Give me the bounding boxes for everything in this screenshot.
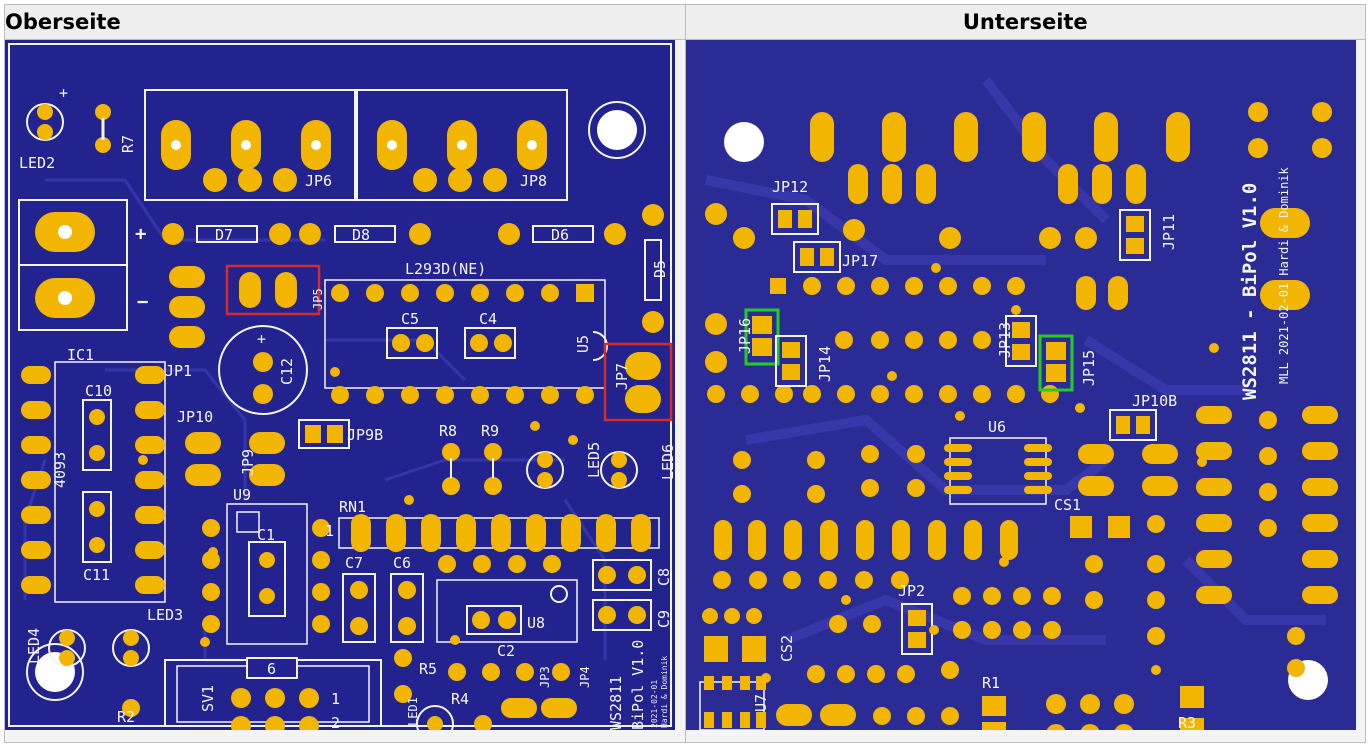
label-led4: LED4: [25, 628, 43, 664]
label-subtitle: MLL 2021-02-01 Hardi & Dominik: [1277, 166, 1291, 384]
label-jp16: JP16: [736, 318, 754, 354]
label-title: WS2811 - BiPol V1.0: [1239, 183, 1261, 400]
label-jp9: JP9: [239, 449, 257, 476]
label-date: 2021-02-01: [650, 680, 659, 728]
pcb-comparison-table: Oberseite Unterseite: [4, 4, 1366, 743]
label-terminal-plus: +: [135, 223, 146, 245]
label-r3: R3: [1178, 714, 1196, 730]
label-bipol: BiPol V1.0: [629, 640, 647, 730]
label-c10: C10: [85, 382, 112, 400]
label-sv1-one: 1: [331, 690, 340, 708]
label-r5: R5: [419, 660, 437, 678]
label-c7: C7: [345, 554, 363, 572]
header-oberseite: Oberseite: [4, 4, 686, 40]
label-c5: C5: [401, 310, 419, 328]
label-c6: C6: [393, 554, 411, 572]
label-jp8: JP8: [520, 172, 547, 190]
label-authors: Hardi & Dominik: [660, 656, 669, 728]
label-d8: D8: [352, 226, 370, 244]
label-u9: U9: [233, 486, 251, 504]
label-jp9b: JP9B: [347, 426, 383, 444]
label-r9: R9: [481, 422, 499, 440]
label-r4: R4: [451, 690, 469, 708]
label-rn1: RN1: [339, 498, 366, 516]
label-jp10: JP10: [177, 408, 213, 426]
label-u5: U5: [574, 335, 592, 353]
label-cs1: CS1: [1054, 496, 1081, 514]
label-sv1-six: 6: [267, 660, 276, 678]
label-terminal-minus: −: [137, 291, 148, 313]
label-jp2: JP2: [898, 582, 925, 600]
label-led2: LED2: [19, 154, 55, 172]
label-led6: LED6: [659, 444, 675, 480]
label-jp6: JP6: [305, 172, 332, 190]
label-u6: U6: [988, 418, 1006, 436]
label-jp1: JP1: [165, 362, 192, 380]
label-c12: C12: [278, 358, 296, 385]
label-jp14: JP14: [816, 346, 834, 382]
image-row: LED2 R7 +: [4, 39, 1366, 743]
label-c11: C11: [83, 566, 110, 584]
label-jp3: JP3: [538, 666, 552, 688]
label-led1: LED1: [406, 697, 420, 726]
label-jp15: JP15: [1080, 350, 1098, 386]
label-led5: LED5: [585, 442, 603, 478]
label-4093: 4093: [51, 452, 69, 488]
label-sv1: SV1: [199, 685, 217, 712]
label-jp11: JP11: [1160, 214, 1178, 250]
label-d5: D5: [651, 260, 669, 278]
label-u8: U8: [527, 614, 545, 632]
header-row: Oberseite Unterseite: [4, 4, 1366, 40]
label-r2: R2: [117, 708, 135, 726]
label-u7: U7: [752, 694, 770, 712]
top-side-cell: LED2 R7 +: [4, 39, 686, 743]
label-jp12: JP12: [772, 178, 808, 196]
label-c2: C2: [497, 642, 515, 660]
label-led3: LED3: [147, 606, 183, 624]
label-jp5: JP5: [311, 288, 325, 310]
label-r7: R7: [119, 135, 137, 153]
label-c8: C8: [655, 568, 673, 586]
label-l293d: L293D(NE): [405, 260, 486, 278]
label-c12-plus: +: [257, 330, 266, 348]
label-r1: R1: [982, 674, 1000, 692]
label-jp10b: JP10B: [1132, 392, 1177, 410]
bottom-side-cell: JP12 JP17 JP11 WS2811 - BiPol V1.0 MLL 2…: [684, 39, 1366, 743]
label-sv1-two: 2: [331, 714, 340, 730]
pcb-bottom-image[interactable]: JP12 JP17 JP11 WS2811 - BiPol V1.0 MLL 2…: [685, 40, 1356, 730]
label-jp7: JP7: [613, 363, 631, 390]
label-d7: D7: [215, 226, 233, 244]
label-c4: C4: [479, 310, 497, 328]
label-ic1: IC1: [67, 346, 94, 364]
label-jp13: JP13: [996, 322, 1014, 358]
label-cs2: CS2: [778, 635, 796, 662]
label-d6: D6: [551, 226, 569, 244]
label-c1: C1: [257, 526, 275, 544]
label-r8: R8: [439, 422, 457, 440]
label-c9: C9: [655, 610, 673, 628]
label-jp4: JP4: [578, 666, 592, 688]
pcb-top-image[interactable]: LED2 R7 +: [5, 40, 675, 730]
label-ws2811: WS2811: [607, 676, 625, 730]
label-jp17: JP17: [842, 252, 878, 270]
label-rn1-pin1: 1: [325, 522, 334, 540]
led2-footprint: [26, 103, 111, 153]
label-led2-plus: +: [59, 84, 68, 102]
header-unterseite: Unterseite: [684, 4, 1366, 40]
